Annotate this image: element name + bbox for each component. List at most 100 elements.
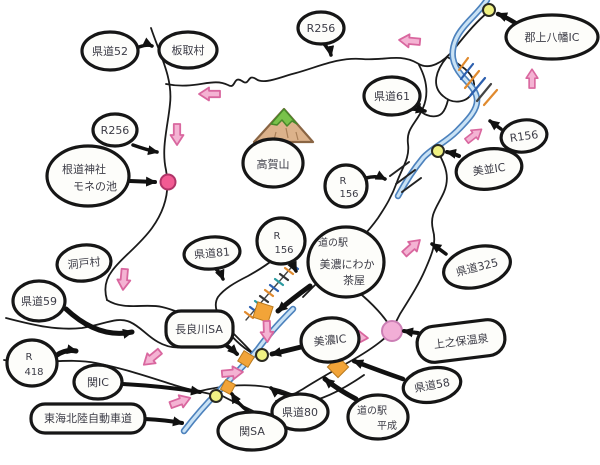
- direction-arrow: [462, 123, 486, 147]
- r156-east-text: R156: [509, 128, 539, 145]
- direction-arrow: [138, 345, 165, 371]
- road-center-cluster: [214, 235, 295, 360]
- minami-ic-text: 美並IC: [472, 160, 507, 178]
- michinoeki-heisei-line1: 道の駅: [357, 404, 387, 417]
- michinoeki-niwaka-line1: 道の駅: [318, 236, 348, 249]
- label-kendo325: 県道325: [442, 244, 512, 290]
- r156-mid-arrow: [364, 170, 387, 181]
- label-nedo-shrine: 根道神社 モネの池: [45, 144, 131, 208]
- minami-ic-dot: [431, 144, 445, 158]
- road-minami-south: [275, 151, 448, 402]
- label-kendo61: 県道61: [362, 75, 422, 117]
- label-kendo81: 県道81: [182, 235, 242, 271]
- r156-east-arrow: [488, 119, 503, 131]
- expressway-slash-marks: [389, 161, 422, 193]
- kendo80-text: 県道80: [282, 405, 318, 419]
- direction-arrow: [198, 86, 221, 102]
- direction-arrow: [169, 123, 185, 146]
- itadorimura-text: 板取村: [172, 43, 205, 57]
- kendo58-arrow: [351, 358, 406, 382]
- nedo-shrine-line2: モネの池: [73, 180, 117, 193]
- kendo52-text: 県道52: [92, 44, 128, 58]
- roadside-station-niwaka-marker: [252, 301, 274, 323]
- label-kogasan: 高賀山: [241, 137, 305, 189]
- minami-ic-arrow: [445, 148, 461, 159]
- label-minami-ic: 美並IC: [454, 147, 524, 191]
- r156-center-line2: 156: [274, 245, 293, 256]
- monet-pond-arrow: [128, 176, 157, 187]
- label-kendo58: 県道58: [401, 365, 463, 405]
- r418-line1: R: [26, 352, 33, 363]
- mino-ic-arrow: [269, 344, 304, 357]
- r418-line2: 418: [24, 367, 43, 378]
- seki-sa-marker: [219, 378, 237, 396]
- label-itadorimura: 板取村: [157, 30, 219, 70]
- label-michinoeki-heisei: 道の駅 平成: [346, 393, 410, 441]
- kaminoho-arrow: [402, 327, 420, 338]
- seki-ic-dot: [209, 389, 223, 403]
- nedo-shrine-line1: 根道神社: [62, 162, 106, 176]
- pointer-arrows: [54, 11, 520, 427]
- road-r256-east-west: [165, 12, 488, 87]
- r256-top-text: R256: [307, 22, 336, 35]
- r256-top-arrow: [322, 42, 335, 57]
- mountain-icon: [252, 107, 315, 144]
- kaminoho-onsen-dot: [381, 320, 403, 342]
- road-kendo59: [5, 317, 197, 349]
- label-michinoeki-niwaka: 道の駅 美濃にわか 茶屋: [306, 225, 386, 299]
- gujo-ic-arrow: [495, 11, 520, 27]
- kendo81-arrow: [214, 267, 225, 281]
- kendo52-arrow: [137, 37, 154, 49]
- label-bubbles: 県道52 板取村 R256 郡上八幡IC R256 根道神社 モネの池 県道61: [5, 10, 600, 452]
- seki-sa-text: 関SA: [239, 425, 265, 438]
- label-r256-top: R256: [296, 10, 346, 46]
- seki-ic-arrow: [120, 382, 202, 396]
- label-mino-ic: 美濃IC: [299, 316, 361, 364]
- label-gujo-hachiman-ic: 郡上八幡IC: [504, 13, 600, 61]
- tokai-hokuriku-arrow: [143, 416, 184, 427]
- gujo-hachiman-ic-text: 郡上八幡IC: [525, 30, 580, 44]
- direction-arrow: [525, 68, 539, 89]
- michinoeki-niwaka-line3: 茶屋: [343, 274, 365, 287]
- label-r418: R 418: [5, 338, 59, 388]
- r256-west-text: R256: [101, 124, 130, 137]
- kendo59-arrow: [63, 306, 135, 339]
- direction-arrow: [115, 267, 133, 292]
- direction-arrow: [167, 390, 194, 413]
- direction-arrow: [399, 234, 426, 260]
- label-r256-west: R256: [91, 112, 139, 148]
- label-r156-center: R 156: [255, 216, 307, 266]
- label-horadomura: 洞戸村: [55, 243, 113, 283]
- kendo58-text: 県道58: [413, 375, 451, 395]
- label-r156-east: R156: [499, 118, 549, 154]
- label-tokai-hokuriku: 東海北陸自動車道: [29, 402, 147, 435]
- r256-west-arrow: [131, 143, 159, 156]
- label-nagaragawa-sa: 長良川SA: [164, 309, 235, 349]
- r418-arrow: [54, 344, 79, 358]
- kogasan-text: 高賀山: [257, 157, 290, 171]
- r156-mid-line2: 156: [339, 189, 358, 200]
- expressway-north-fill: [396, 0, 489, 198]
- horadomura-text: 洞戸村: [67, 254, 101, 271]
- nagaragawa-sa-marker: [237, 350, 255, 368]
- gujo-hachiman-ic-dot: [482, 3, 496, 17]
- kendo325-arrow: [430, 242, 448, 256]
- niwaka-arrow: [275, 283, 313, 314]
- gujo-town-hatch: [457, 56, 499, 107]
- label-kaminoho-onsen: 上之保温泉: [415, 318, 507, 364]
- heisei-arrow: [322, 376, 359, 402]
- mino-ic-dot: [255, 348, 269, 362]
- mino-ic-text: 美濃IC: [313, 331, 348, 348]
- seki-ic-text: 関IC: [87, 376, 109, 389]
- r156-center-line1: R: [274, 231, 281, 242]
- michinoeki-heisei-line2: 平成: [377, 420, 397, 432]
- label-kendo80: 県道80: [270, 392, 330, 432]
- label-kendo59: 県道59: [11, 279, 67, 323]
- kendo81-text: 県道81: [193, 244, 230, 261]
- kendo59-text: 県道59: [21, 294, 57, 308]
- label-r156-mid: R 156: [323, 163, 369, 209]
- kaminoho-onsen-text: 上之保温泉: [433, 331, 489, 352]
- label-seki-sa: 関SA: [216, 410, 288, 452]
